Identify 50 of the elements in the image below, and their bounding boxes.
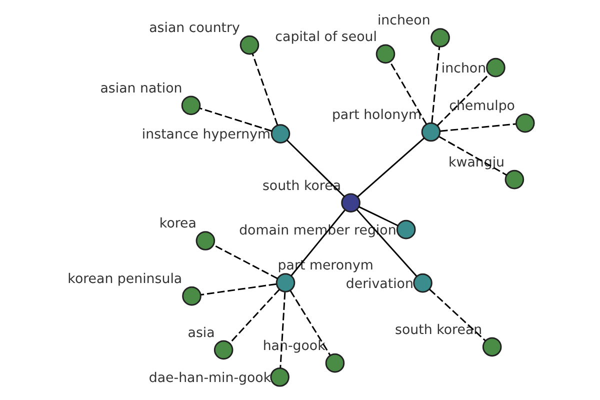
- connector: [430, 47, 440, 123]
- node-circle: [514, 113, 534, 133]
- node-label: south korean: [394, 322, 482, 338]
- connector: [200, 283, 276, 296]
- connector: [212, 244, 278, 280]
- connector: [228, 288, 280, 344]
- node-circle: [195, 231, 215, 250]
- node-circle: [420, 122, 440, 142]
- connector: [356, 137, 424, 198]
- connector: [428, 288, 486, 342]
- connector: [436, 74, 489, 126]
- node-label: chemulpo: [448, 99, 514, 114]
- connector: [286, 140, 344, 197]
- node-label: dae-han-min-gook: [148, 370, 271, 386]
- node-circle: [482, 337, 502, 357]
- node-label: kwangju: [448, 155, 504, 170]
- node-circle: [275, 273, 295, 292]
- node-circle: [396, 220, 416, 240]
- node-label: inchon: [440, 61, 486, 76]
- node-label: korean peninsula: [67, 272, 182, 287]
- node-label: asian country: [148, 20, 240, 36]
- node-label: derivation: [345, 276, 413, 292]
- node-circle: [486, 58, 505, 78]
- node-label: part holonym: [331, 108, 422, 123]
- connector: [199, 108, 272, 132]
- node-circle: [239, 35, 259, 55]
- connector: [440, 123, 516, 132]
- node-label: instance hypernym: [141, 128, 270, 143]
- connector: [438, 136, 507, 176]
- node-circle: [430, 28, 450, 48]
- node-circle: [270, 367, 289, 387]
- node-circle: [182, 286, 201, 306]
- node-circle: [340, 193, 360, 213]
- node-circle: [412, 273, 432, 293]
- node-circle: [213, 340, 233, 360]
- connector: [279, 292, 286, 368]
- node-label: korea: [158, 216, 196, 232]
- node-label: capital of seoul: [274, 30, 376, 45]
- connector: [251, 54, 278, 126]
- node-circle: [375, 44, 395, 64]
- node-circle: [324, 353, 344, 373]
- connector: [388, 61, 427, 125]
- node-circle: [270, 124, 290, 144]
- node-circle: [180, 96, 200, 116]
- node-label: incheon: [376, 14, 430, 29]
- node-label: asia: [187, 326, 214, 341]
- connector: [356, 209, 417, 277]
- node-label: asian nation: [100, 81, 182, 96]
- node-circle: [504, 170, 524, 190]
- connector: [358, 206, 398, 226]
